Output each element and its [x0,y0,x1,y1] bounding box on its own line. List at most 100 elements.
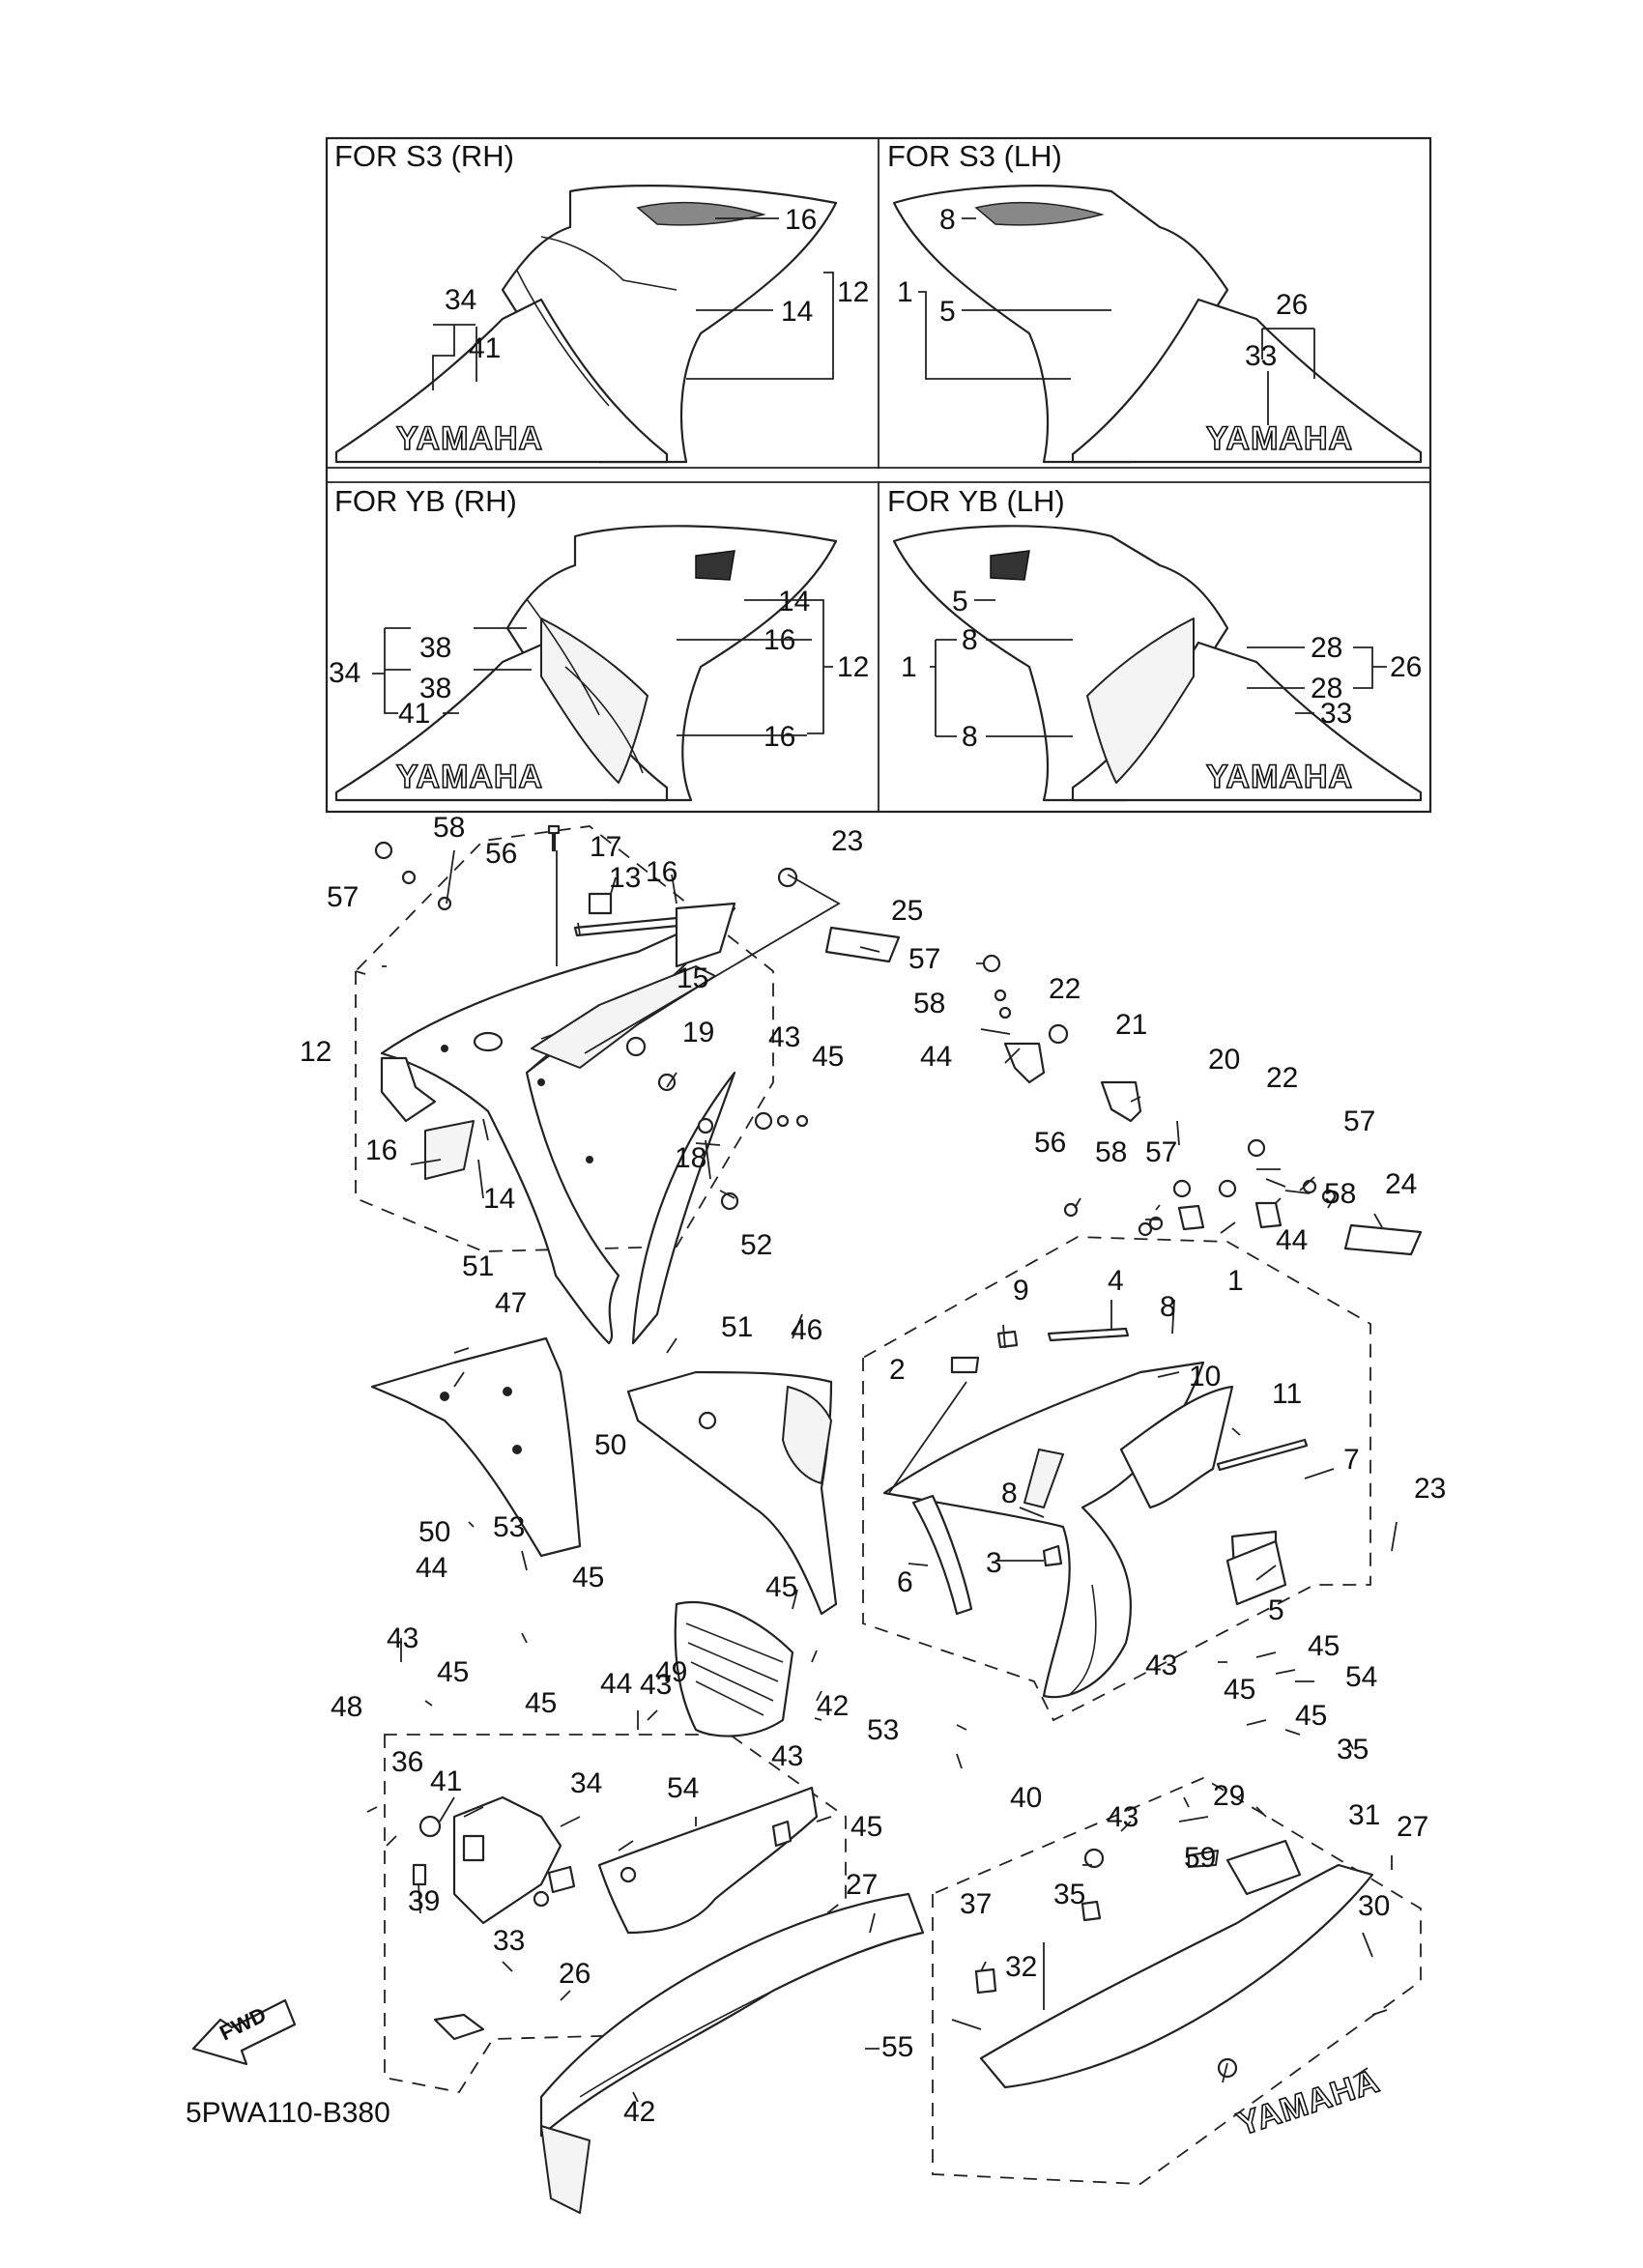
part-callout-33: 33 [1320,698,1352,730]
fasteners [374,824,1337,1237]
part-callout-59: 59 [1184,1842,1216,1874]
part-callout-38: 38 [419,673,451,704]
wordmark-yb-lh: YAMAHA [1206,759,1353,795]
part-callout-54: 54 [667,1772,699,1804]
part-callout-39: 39 [408,1885,440,1917]
part-callout-5: 5 [939,296,956,328]
part-callout-53: 53 [867,1714,899,1746]
part-callout-21: 21 [1115,1009,1147,1041]
part-callout-57: 57 [1145,1136,1177,1168]
part-callout-53: 53 [493,1511,525,1543]
part-callout-58: 58 [433,812,465,844]
part-callout-31: 31 [1348,1799,1380,1831]
part-callout-22: 22 [1049,973,1081,1005]
part-callout-12: 12 [837,276,869,308]
part-callout-5: 5 [1268,1594,1284,1626]
part-callout-14: 14 [483,1183,515,1215]
part-callout-49: 49 [655,1656,687,1688]
part-callout-8: 8 [1160,1291,1176,1323]
part-callout-51: 51 [721,1311,753,1343]
part-callout-33: 33 [1245,340,1277,372]
part-callout-2: 2 [889,1354,906,1386]
part-callout-25: 25 [891,895,923,927]
part-callout-11: 11 [1272,1378,1302,1410]
part-callout-23: 23 [1414,1473,1446,1505]
part-callout-32: 32 [1005,1951,1037,1983]
part-callout-37: 37 [960,1888,992,1920]
part-callout-57: 57 [908,943,940,975]
part-callout-16: 16 [764,721,795,753]
part-48-mesh-duct [674,1601,794,1737]
part-callout-43: 43 [640,1669,672,1701]
part-callout-26: 26 [559,1958,591,1990]
part-callout-8: 8 [939,204,956,236]
part-callout-14: 14 [781,296,813,328]
callouts-main: 58 56 17 57 13 16 23 15 25 57 12 19 58 2… [300,812,1446,2128]
part-callout-12: 12 [837,651,869,683]
part-callout-1: 1 [901,651,917,683]
part-callout-55: 55 [881,2031,913,2063]
part-callout-42: 42 [817,1690,849,1722]
part-callout-43: 43 [387,1622,418,1654]
part-callout-45: 45 [1295,1700,1327,1732]
wordmark-part-33: YAMAHA [1233,2062,1384,2142]
part-callout-52: 52 [740,1229,772,1261]
panel-title-s3-rh: FOR S3 (RH) [334,139,514,173]
part-callout-40: 40 [1010,1782,1042,1814]
part-callout-16: 16 [646,856,677,888]
part-callout-16: 16 [785,204,817,236]
part-5-badge [1225,1539,1287,1606]
part-callout-51: 51 [462,1250,494,1282]
part-callout-44: 44 [416,1552,447,1584]
part-callout-26: 26 [1390,651,1422,683]
part-callout-12: 12 [300,1036,331,1068]
fairing-yb-rh: YAMAHA [334,525,838,802]
part-callout-14: 14 [778,586,810,617]
part-46-air-duct [626,1370,838,1616]
part-callout-41: 41 [398,698,430,730]
part-12-upper-fairing [380,906,736,1345]
part-callout-6: 6 [897,1566,913,1598]
panel-title-s3-lh: FOR S3 (LH) [887,139,1062,173]
part-callout-44: 44 [600,1668,632,1700]
part-callout-8: 8 [962,624,978,656]
part-callout-29: 29 [1213,1780,1245,1812]
fairing-s3-lh: YAMAHA [892,185,1423,464]
part-callout-45: 45 [1308,1630,1340,1662]
part-callout-1: 1 [897,276,913,308]
part-47-inner-panel [370,1336,582,1558]
part-callout-28: 28 [1311,673,1342,704]
part-callout-4: 4 [1108,1265,1124,1297]
part-callout-50: 50 [418,1516,450,1548]
part-callout-13: 13 [609,862,641,894]
part-callout-24: 24 [1385,1168,1417,1200]
part-callout-10: 10 [1189,1361,1221,1392]
part-callout-26: 26 [1276,289,1308,321]
part-callout-1: 1 [1227,1265,1244,1297]
part-callout-34: 34 [570,1767,602,1799]
part-callout-16: 16 [365,1134,397,1166]
part-callout-38: 38 [419,632,451,664]
part-callout-27: 27 [846,1869,878,1901]
part-callout-42: 42 [623,2096,655,2128]
part-callout-57: 57 [327,881,359,913]
part-callout-54: 54 [1345,1661,1377,1693]
part-callout-3: 3 [986,1547,1002,1579]
part-callout-44: 44 [920,1041,952,1073]
part-callout-41: 41 [430,1766,462,1797]
part-callout-17: 17 [590,831,621,863]
fairing-yb-lh: YAMAHA [892,525,1423,802]
part-callout-35: 35 [1053,1879,1085,1910]
part-55-under-cowl [539,1892,925,2214]
part-callout-22: 22 [1266,1062,1298,1094]
part-callout-45: 45 [572,1562,604,1593]
part-callout-36: 36 [391,1746,423,1778]
part-26-lower-cowl-lh: YAMAHA [974,1839,1385,2143]
part-callout-56: 56 [485,838,517,870]
part-callout-58: 58 [913,988,945,1019]
part-callout-27: 27 [1397,1811,1428,1843]
wordmark-s3-rh: YAMAHA [396,420,543,457]
part-callout-7: 7 [1343,1444,1360,1476]
group-26-boundary [932,1776,1422,2185]
